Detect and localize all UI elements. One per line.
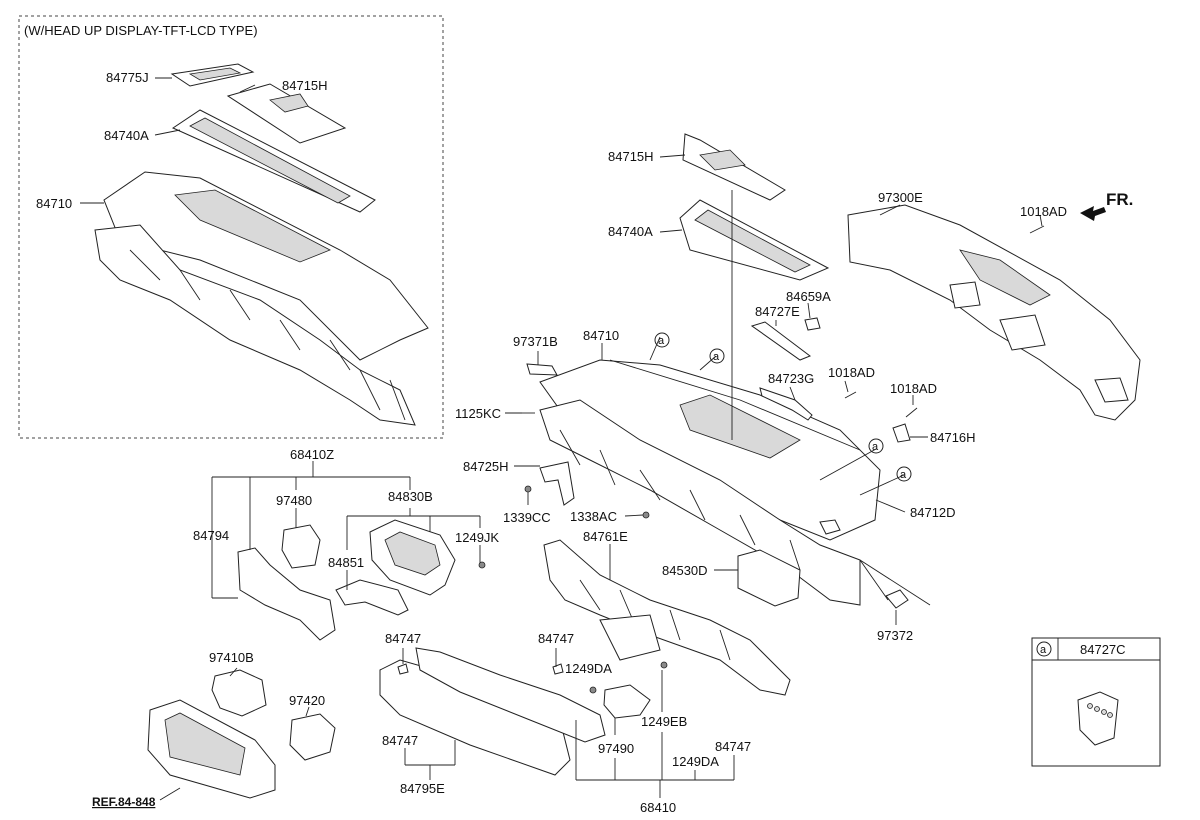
label-84712D: 84712D xyxy=(910,505,956,520)
svg-text:a: a xyxy=(900,469,907,481)
label-68410Z: 68410Z xyxy=(290,447,334,462)
callout-a-marker-4: a xyxy=(896,466,912,482)
label-84851: 84851 xyxy=(328,555,364,570)
label-84727E: 84727E xyxy=(755,304,800,319)
hud-variant-parts xyxy=(94,63,429,426)
callout-a-group: a a a a xyxy=(654,332,912,482)
clip-84727C-icon xyxy=(1077,691,1119,746)
label-1339CC: 1339CC xyxy=(503,510,551,525)
label-1018AD-2: 1018AD xyxy=(828,365,875,380)
label-97490: 97490 xyxy=(598,741,634,756)
label-1249DA-1: 1249DA xyxy=(565,661,612,676)
label-97420: 97420 xyxy=(289,693,325,708)
front-arrow-icon xyxy=(1080,206,1106,221)
label-84747-4: 84747 xyxy=(715,739,751,754)
label-1338AC: 1338AC xyxy=(570,509,617,524)
label-1018AD-3: 1018AD xyxy=(890,381,937,396)
label-84761E: 84761E xyxy=(583,529,628,544)
label-84710: 84710 xyxy=(583,328,619,343)
hud-variant-frame xyxy=(18,15,444,439)
label-97371B: 97371B xyxy=(513,334,558,349)
variant-title: (W/HEAD UP DISPLAY-TFT-LCD TYPE) xyxy=(24,23,258,38)
ref-link[interactable]: REF.84-848 xyxy=(92,795,156,809)
group-bracket-68410 xyxy=(555,648,735,798)
label-84740A-hud: 84740A xyxy=(104,128,149,143)
label-84747-2: 84747 xyxy=(538,631,574,646)
label-68410: 68410 xyxy=(640,800,676,815)
label-1125KC: 1125KC xyxy=(455,406,501,421)
svg-text:a: a xyxy=(872,441,879,453)
label-84795E: 84795E xyxy=(400,781,445,796)
svg-text:a: a xyxy=(658,335,665,347)
label-97480: 97480 xyxy=(276,493,312,508)
legend-box: a 84727C xyxy=(1031,637,1161,767)
label-84775J: 84775J xyxy=(106,70,149,85)
label-84830B: 84830B xyxy=(388,489,433,504)
label-97410B: 97410B xyxy=(209,650,254,665)
label-84794: 84794 xyxy=(193,528,229,543)
fr-label: FR. xyxy=(1106,190,1133,209)
label-84659A: 84659A xyxy=(786,289,831,304)
label-97300E: 97300E xyxy=(878,190,923,205)
callout-a-marker-1: a xyxy=(654,332,670,348)
label-97372: 97372 xyxy=(877,628,913,643)
group-bracket-84795E xyxy=(159,648,456,801)
label-84715H-hud: 84715H xyxy=(282,78,328,93)
legend-part-number: 84727C xyxy=(1080,642,1126,657)
label-84723G: 84723G xyxy=(768,371,814,386)
group-bracket-68410Z xyxy=(211,461,481,599)
callout-a-marker-2: a xyxy=(709,348,725,364)
label-1018AD-1: 1018AD xyxy=(1020,204,1067,219)
label-84716H: 84716H xyxy=(930,430,976,445)
label-1249EB: 1249EB xyxy=(641,714,687,729)
label-84710-hud: 84710 xyxy=(36,196,72,211)
main-leaders xyxy=(505,154,1043,625)
svg-text:a: a xyxy=(713,351,720,363)
label-84747-3: 84747 xyxy=(382,733,418,748)
callout-a-marker-3: a xyxy=(868,438,884,454)
label-84740A: 84740A xyxy=(608,224,653,239)
hud-leaders xyxy=(80,77,256,204)
label-84747-1: 84747 xyxy=(385,631,421,646)
main-assembly-parts xyxy=(147,133,1141,799)
label-84715H: 84715H xyxy=(608,149,654,164)
label-1249JK: 1249JK xyxy=(455,530,499,545)
label-1249DA-2: 1249DA xyxy=(672,754,719,769)
legend-marker: a xyxy=(1040,644,1047,656)
label-84530D: 84530D xyxy=(662,563,708,578)
label-84725H: 84725H xyxy=(463,459,509,474)
